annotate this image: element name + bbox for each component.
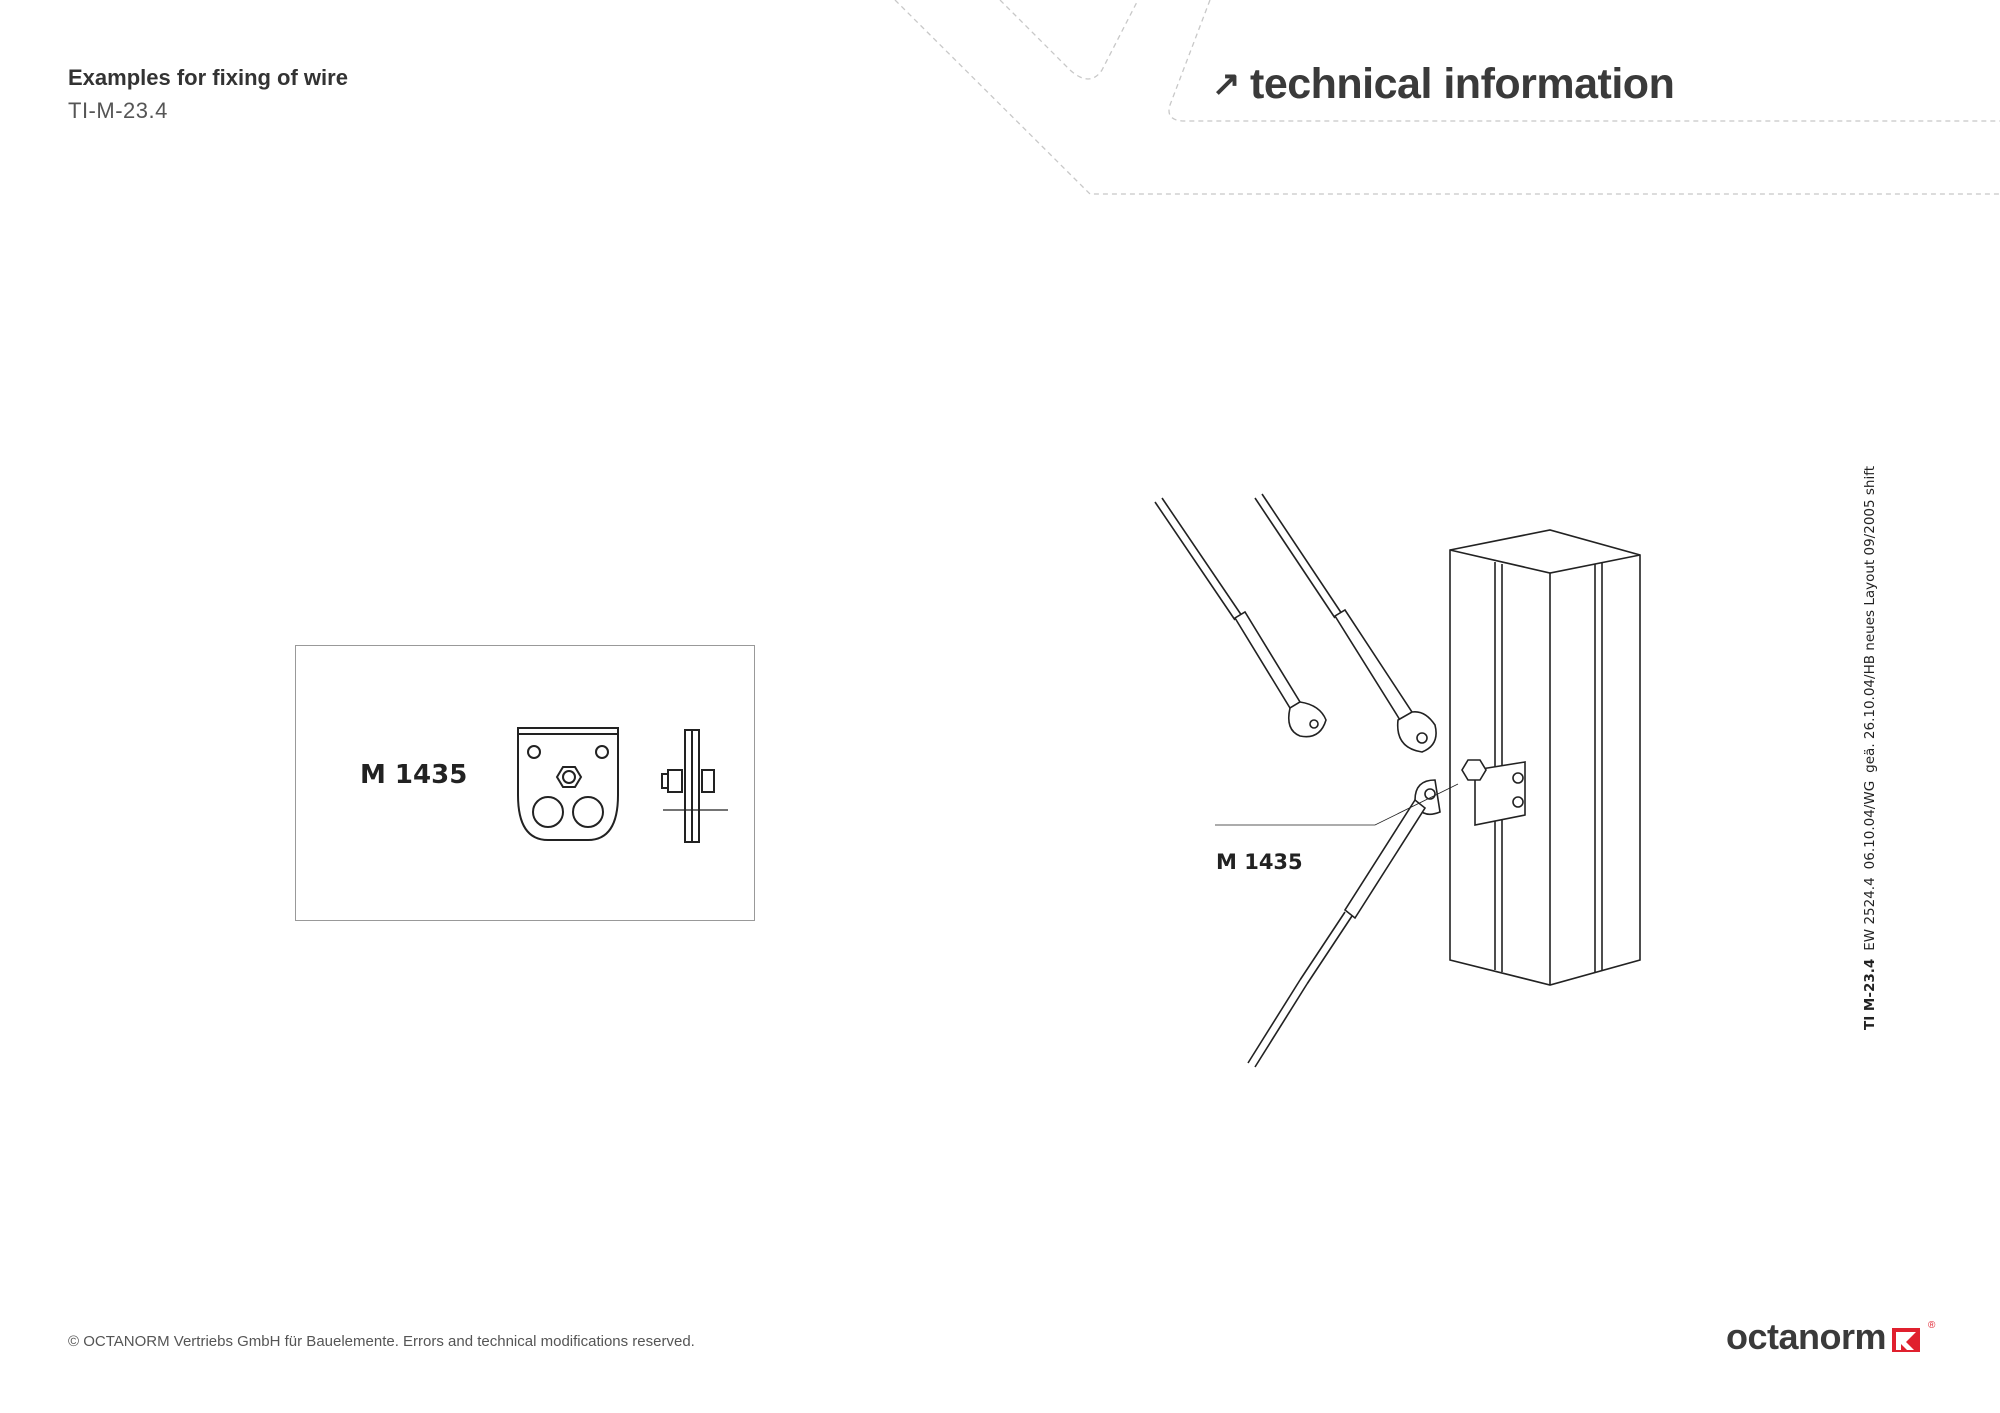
part-detail-box <box>295 645 755 921</box>
callout-label: M 1435 <box>1216 850 1303 874</box>
section-heading-text: technical information <box>1250 60 1675 108</box>
document-number: TI-M-23.4 <box>68 98 168 123</box>
logo-mark-icon <box>1892 1328 1921 1352</box>
logo-wordmark: octanorm <box>1726 1316 1887 1357</box>
registered-mark: ® <box>1928 1320 1936 1331</box>
section-heading: ↗technical information <box>1212 60 1675 109</box>
revision-doc-id: TI M-23.4 <box>1862 958 1878 1030</box>
revision-part: 06.10.04/WG <box>1862 780 1878 870</box>
wire-fixing-assembly-drawing <box>1154 493 1641 1068</box>
revision-note: TI M-23.4 EW 2524.4 06.10.04/WG geä. 26.10.… <box>1862 458 1878 1030</box>
arrow-up-right-icon: ↗ <box>1212 65 1241 103</box>
footer-copyright: © OCTANORM Vertriebs GmbH für Bauelement… <box>68 1333 695 1350</box>
decorative-dashed-lines <box>894 0 2000 195</box>
page-title: Examples for fixing of wire <box>68 65 348 90</box>
revision-part: EW 2524.4 <box>1862 877 1878 951</box>
part-label: M 1435 <box>360 760 468 790</box>
revision-part: geä. 26.10.04/HB neues Layout 09/2005 sh… <box>1862 465 1878 773</box>
callout-leader-line <box>1215 783 1459 826</box>
octanorm-logo: octanorm ® <box>1726 1316 1935 1358</box>
bracket-part-drawing <box>517 727 728 843</box>
